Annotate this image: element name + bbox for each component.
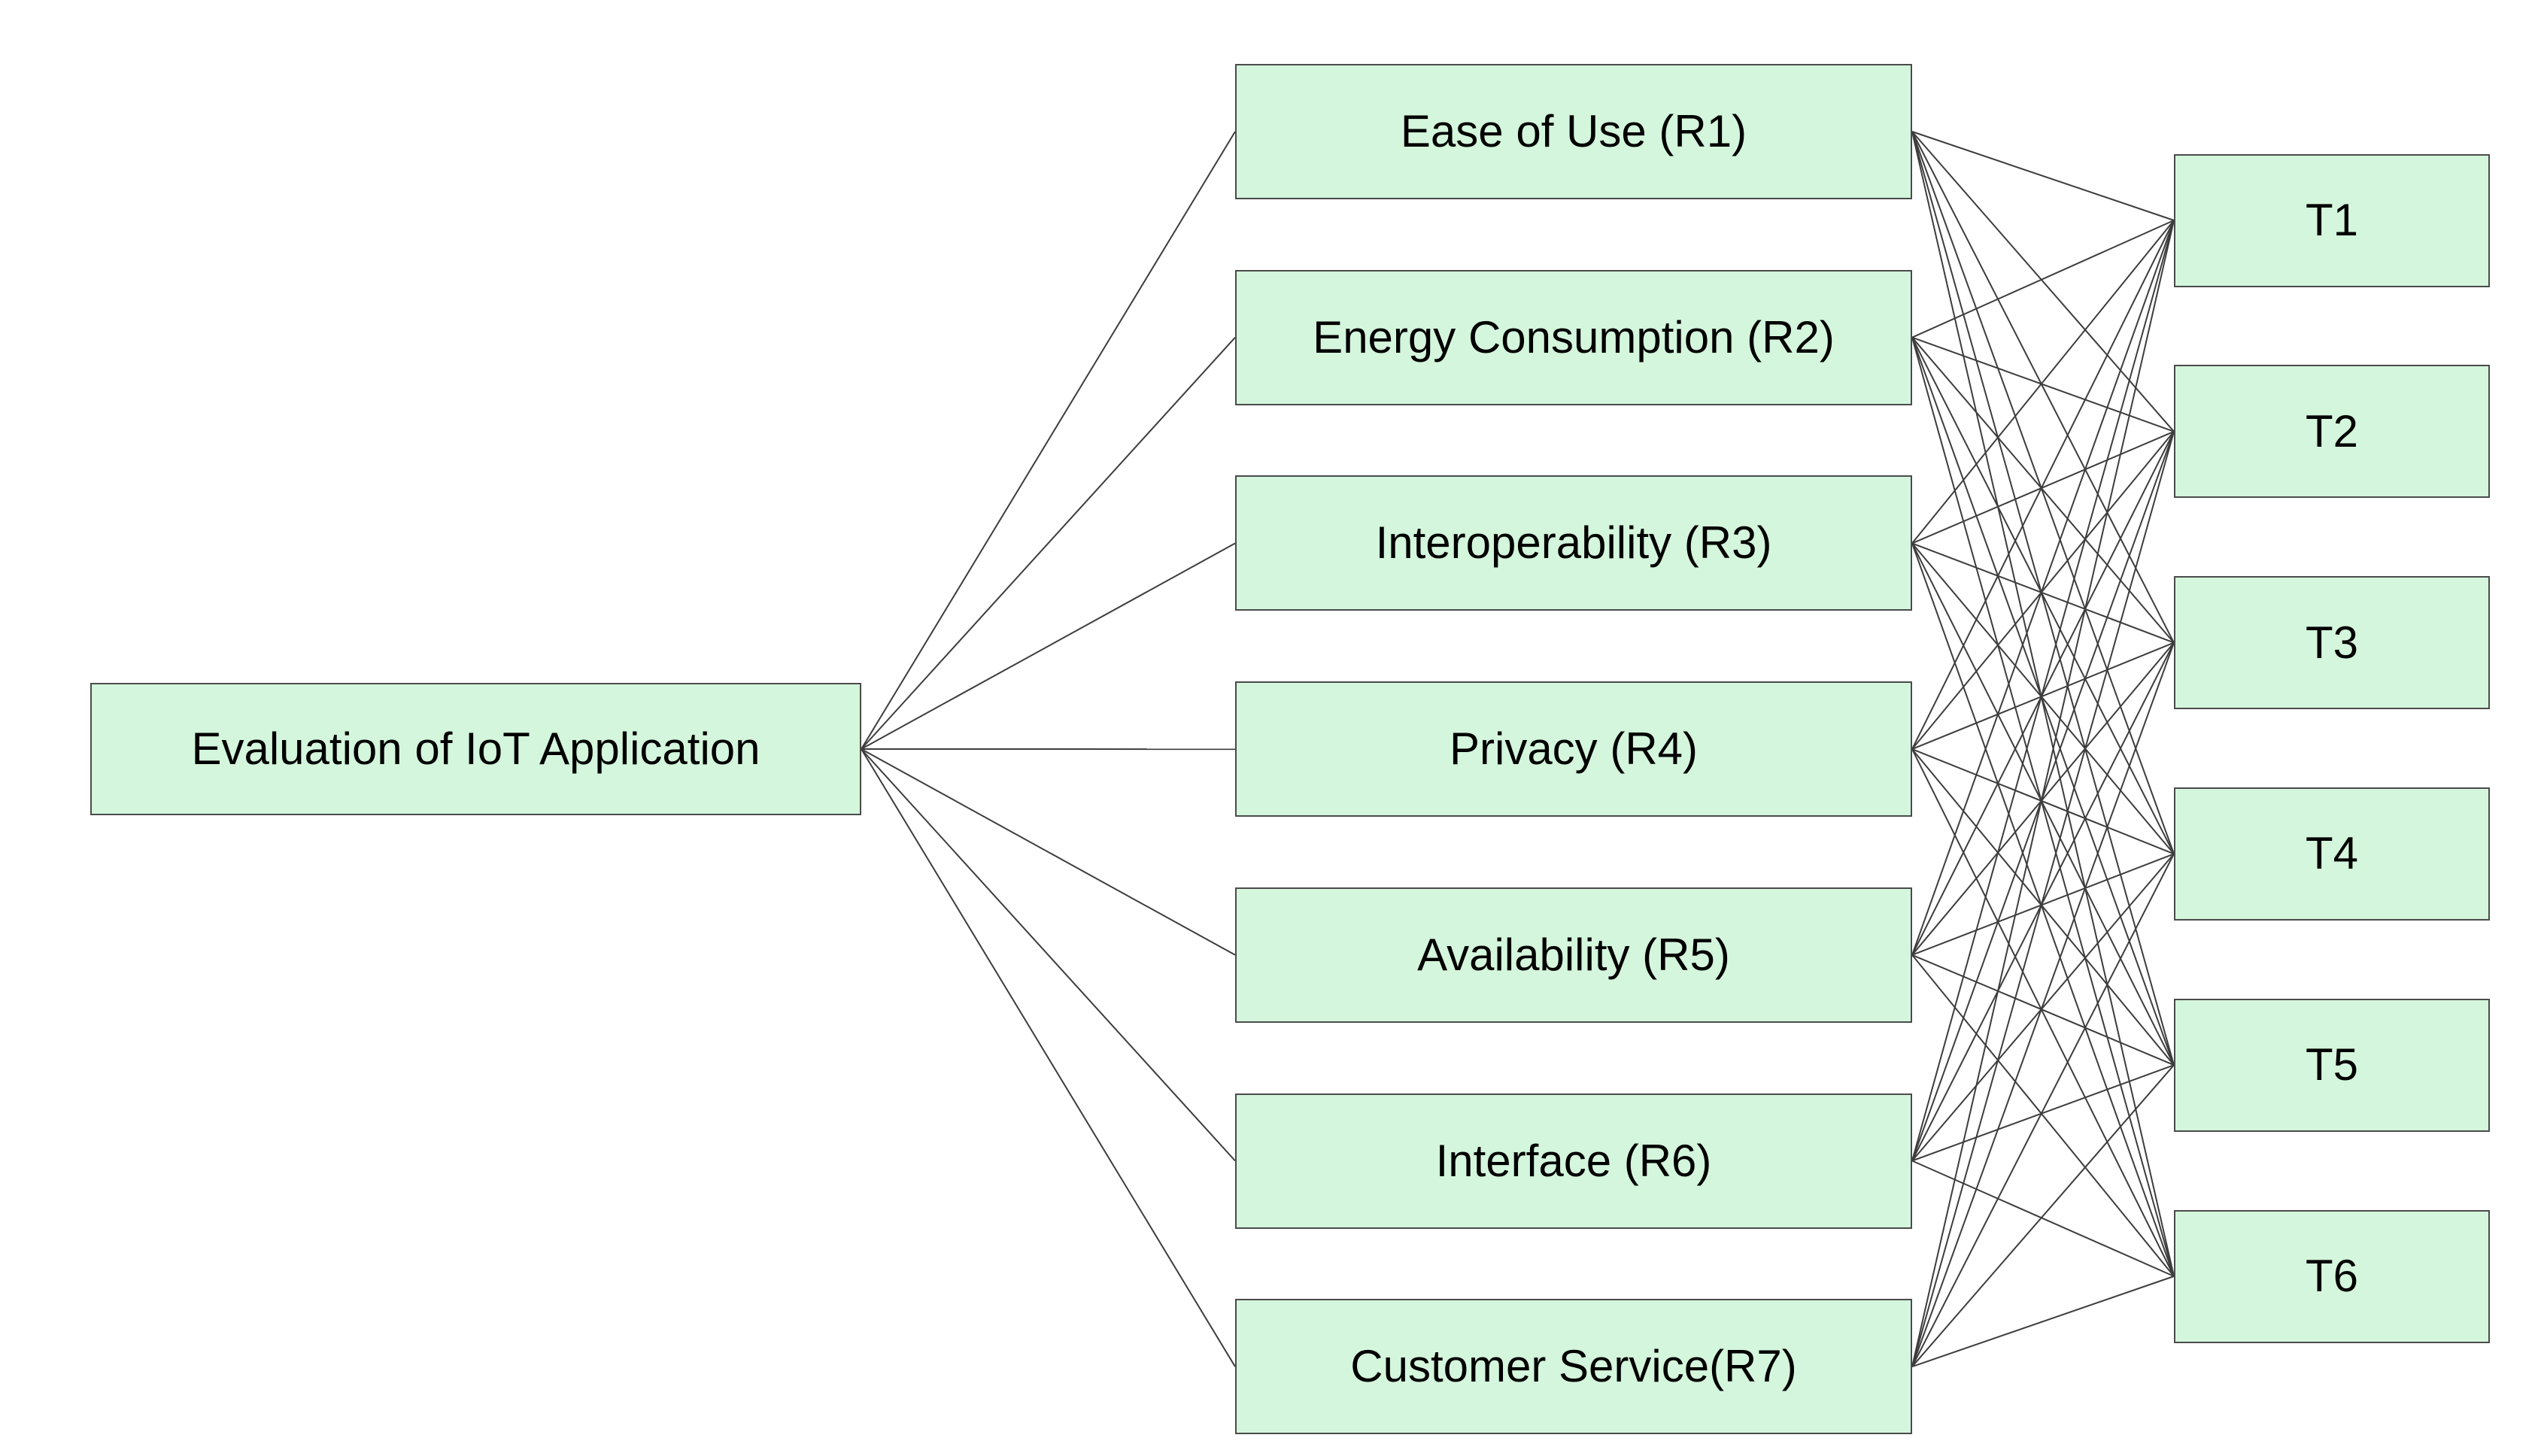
edge-line xyxy=(1911,220,2175,1367)
alternative-node-t4: T4 xyxy=(2174,787,2490,921)
criterion-node-r5: Availability (R5) xyxy=(1235,887,1912,1023)
edge-line xyxy=(861,337,1236,750)
node-label: Availability (R5) xyxy=(1417,929,1730,980)
node-label: T4 xyxy=(2305,828,2359,879)
criterion-node-r6: Interface (R6) xyxy=(1235,1093,1912,1229)
edge-line xyxy=(1911,542,2175,855)
node-label: Evaluation of IoT Application xyxy=(191,723,760,774)
edge-line xyxy=(1911,220,2175,338)
node-label: Interoperability (R3) xyxy=(1375,517,1772,569)
criterion-node-r3: Interoperability (R3) xyxy=(1235,475,1912,611)
edge-line xyxy=(1911,131,2175,1277)
edge-line xyxy=(861,748,1236,1162)
edge-line xyxy=(1911,748,2175,1066)
criterion-node-r7: Customer Service(R7) xyxy=(1235,1299,1912,1435)
edge-line xyxy=(1911,1276,2175,1368)
edge-line xyxy=(1911,954,2175,1277)
edge-line xyxy=(861,748,1236,1367)
edge-line xyxy=(1911,337,2175,1277)
alternative-node-t1: T1 xyxy=(2174,153,2490,287)
edge-line xyxy=(861,748,1236,956)
edge-line xyxy=(1911,1064,2175,1162)
node-label: T1 xyxy=(2305,195,2359,245)
edge-line xyxy=(1911,543,2175,1277)
edge-line xyxy=(1911,220,2175,1161)
edge-line xyxy=(1911,748,2175,855)
edge-line xyxy=(1911,430,2175,544)
edge-line xyxy=(1911,131,2175,221)
root-node-root: Evaluation of IoT Application xyxy=(90,683,861,815)
edge-line xyxy=(1911,220,2175,750)
alternative-node-t6: T6 xyxy=(2174,1209,2490,1343)
edge-line xyxy=(1911,337,2175,1066)
edge-line xyxy=(1911,642,2175,1367)
edge-line xyxy=(1911,853,2175,1367)
node-label: Privacy (R4) xyxy=(1449,723,1699,775)
edge-line xyxy=(1911,131,2175,644)
alternative-node-t5: T5 xyxy=(2174,998,2490,1132)
edge-line xyxy=(1911,131,2175,432)
criterion-node-r4: Privacy (R4) xyxy=(1235,681,1912,817)
node-label: T5 xyxy=(2305,1039,2359,1090)
edge-line xyxy=(1911,542,2175,1066)
edge-line xyxy=(1911,220,2175,956)
edge-line xyxy=(1911,1064,2175,1367)
alternative-node-t2: T2 xyxy=(2174,365,2490,499)
edge-line xyxy=(1911,336,2175,432)
node-label: Ease of Use (R1) xyxy=(1400,106,1747,156)
edge-line xyxy=(1911,542,2175,644)
edge-line xyxy=(1911,853,2175,956)
criterion-node-r2: Energy Consumption (R2) xyxy=(1235,269,1912,405)
edge-line xyxy=(1911,337,2175,644)
edge-line xyxy=(1911,1160,2175,1277)
edge-line xyxy=(1911,220,2175,544)
edge-line xyxy=(861,131,1236,750)
node-label: T6 xyxy=(2305,1251,2359,1301)
edge-line xyxy=(1911,748,2175,1277)
edge-line xyxy=(1911,131,2175,854)
edge-line xyxy=(1911,853,2175,1162)
edge-line xyxy=(1911,431,2175,1367)
alternative-node-t3: T3 xyxy=(2174,576,2490,710)
node-label: Customer Service(R7) xyxy=(1350,1341,1797,1392)
edge-line xyxy=(1911,431,2175,750)
edge-line xyxy=(1911,642,2175,956)
node-label: T2 xyxy=(2305,405,2359,457)
edge-line xyxy=(1911,642,2175,751)
edge-line xyxy=(1911,337,2175,854)
edge-line xyxy=(1911,954,2175,1066)
criterion-node-r1: Ease of Use (R1) xyxy=(1235,64,1912,199)
node-label: Energy Consumption (R2) xyxy=(1313,311,1835,362)
edge-line xyxy=(861,542,1236,750)
node-label: T3 xyxy=(2305,617,2359,668)
node-label: Interface (R6) xyxy=(1435,1135,1712,1186)
edge-line xyxy=(1911,131,2175,1066)
